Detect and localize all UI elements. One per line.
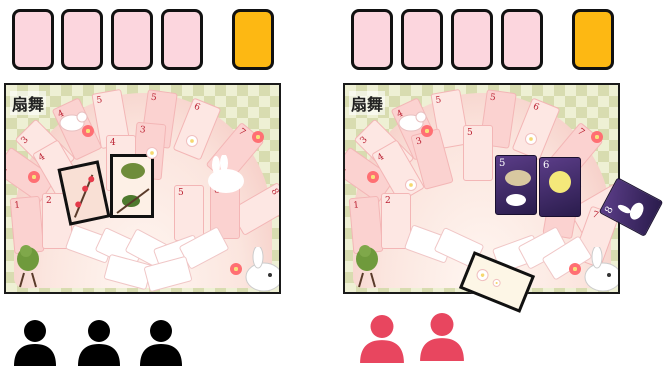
bird-icon (12, 239, 44, 289)
card-slot-gold-2[interactable] (572, 9, 614, 70)
plum-blossom-icon (591, 131, 603, 143)
person-icon (76, 318, 122, 366)
person-icon (358, 312, 406, 364)
plum-blossom-icon (186, 135, 198, 147)
plum-blossom-icon (491, 278, 501, 288)
card-slot-4[interactable] (161, 9, 203, 70)
card-slot-8[interactable] (501, 9, 543, 70)
plum-blossom-icon (405, 179, 417, 191)
moon-card[interactable]: 5 (495, 155, 537, 215)
plum-blossom-icon (252, 131, 264, 143)
plum-blossom-icon (230, 263, 242, 275)
card-slot-6[interactable] (401, 9, 443, 70)
plum-blossom-icon (367, 171, 379, 183)
card-slot-3[interactable] (111, 9, 153, 70)
plum-blossom-icon (475, 267, 491, 283)
game-board-left: 2 3 4 5 5 6 7 8 4 1 2 3 5 6 4 (4, 83, 281, 294)
rabbit-icon (202, 155, 248, 195)
fan-card[interactable]: 5 (463, 125, 493, 181)
game-title: 扇舞 (349, 91, 385, 115)
card-slot-gold[interactable] (232, 9, 274, 70)
card-slot-1[interactable] (12, 9, 54, 70)
card-slot-7[interactable] (451, 9, 493, 70)
rabbit-icon (579, 247, 620, 293)
fan-card[interactable]: 5 (174, 185, 204, 241)
bird-icon (54, 109, 88, 133)
selected-card-2[interactable] (110, 154, 154, 218)
plum-blossom-icon (569, 263, 581, 275)
rabbit-icon (240, 247, 281, 293)
card-slot-2[interactable] (61, 9, 103, 70)
plum-branch-icon (61, 164, 107, 222)
card-slot-5[interactable] (351, 9, 393, 70)
game-title: 扇舞 (10, 91, 46, 115)
moon-card[interactable]: 6 (539, 157, 581, 217)
plum-blossom-icon (146, 147, 158, 159)
person-icon (138, 318, 184, 366)
plum-blossom-icon (525, 133, 537, 145)
bird-icon (351, 239, 383, 289)
bird-icon (113, 157, 151, 215)
person-icon (12, 318, 58, 366)
bird-icon (393, 109, 427, 133)
plum-blossom-icon (28, 171, 40, 183)
person-icon (418, 310, 466, 362)
